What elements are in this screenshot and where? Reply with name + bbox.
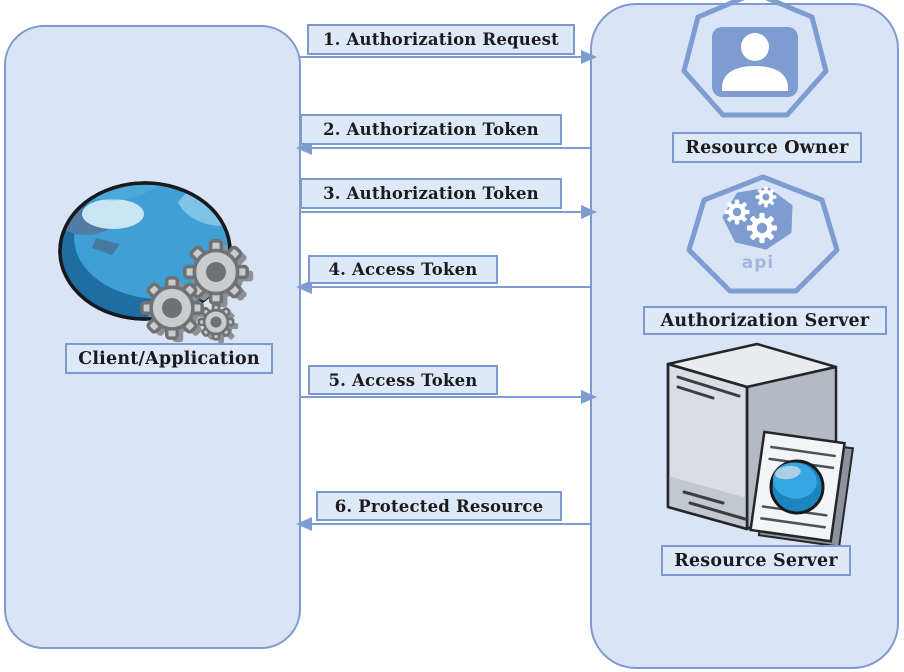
api-text: api [742,253,774,273]
document-card-icon [749,430,855,548]
arrow-line [312,523,590,525]
message-label: 5. Access Token [308,365,498,395]
client-panel [4,25,301,649]
arrow-line [300,396,582,398]
arrowhead-right-icon [581,50,597,64]
authorization-server-label: Authorization Server [643,306,887,335]
arrowhead-right-icon [581,390,597,404]
message-label: 6. Protected Resource [316,491,562,521]
api-heptagon-icon: api [686,174,840,294]
arrow-line [300,56,582,58]
message-label: 3. Authorization Token [300,178,562,209]
server-stack-icon [666,342,855,548]
client-application-label: Client/Application [65,343,273,374]
message-label: 2. Authorization Token [300,114,562,145]
arrow-line [312,286,590,288]
resource-owner-label: Resource Owner [672,132,862,163]
message-label: 4. Access Token [308,255,498,284]
user-heptagon-icon [681,0,829,118]
arrow-line [312,147,590,149]
globe-gears-icon [58,181,254,344]
arrowhead-right-icon [581,205,597,219]
resource-server-label: Resource Server [661,545,851,576]
arrowhead-left-icon [296,517,312,531]
arrow-line [300,211,582,213]
message-label: 1. Authorization Request [307,24,575,55]
